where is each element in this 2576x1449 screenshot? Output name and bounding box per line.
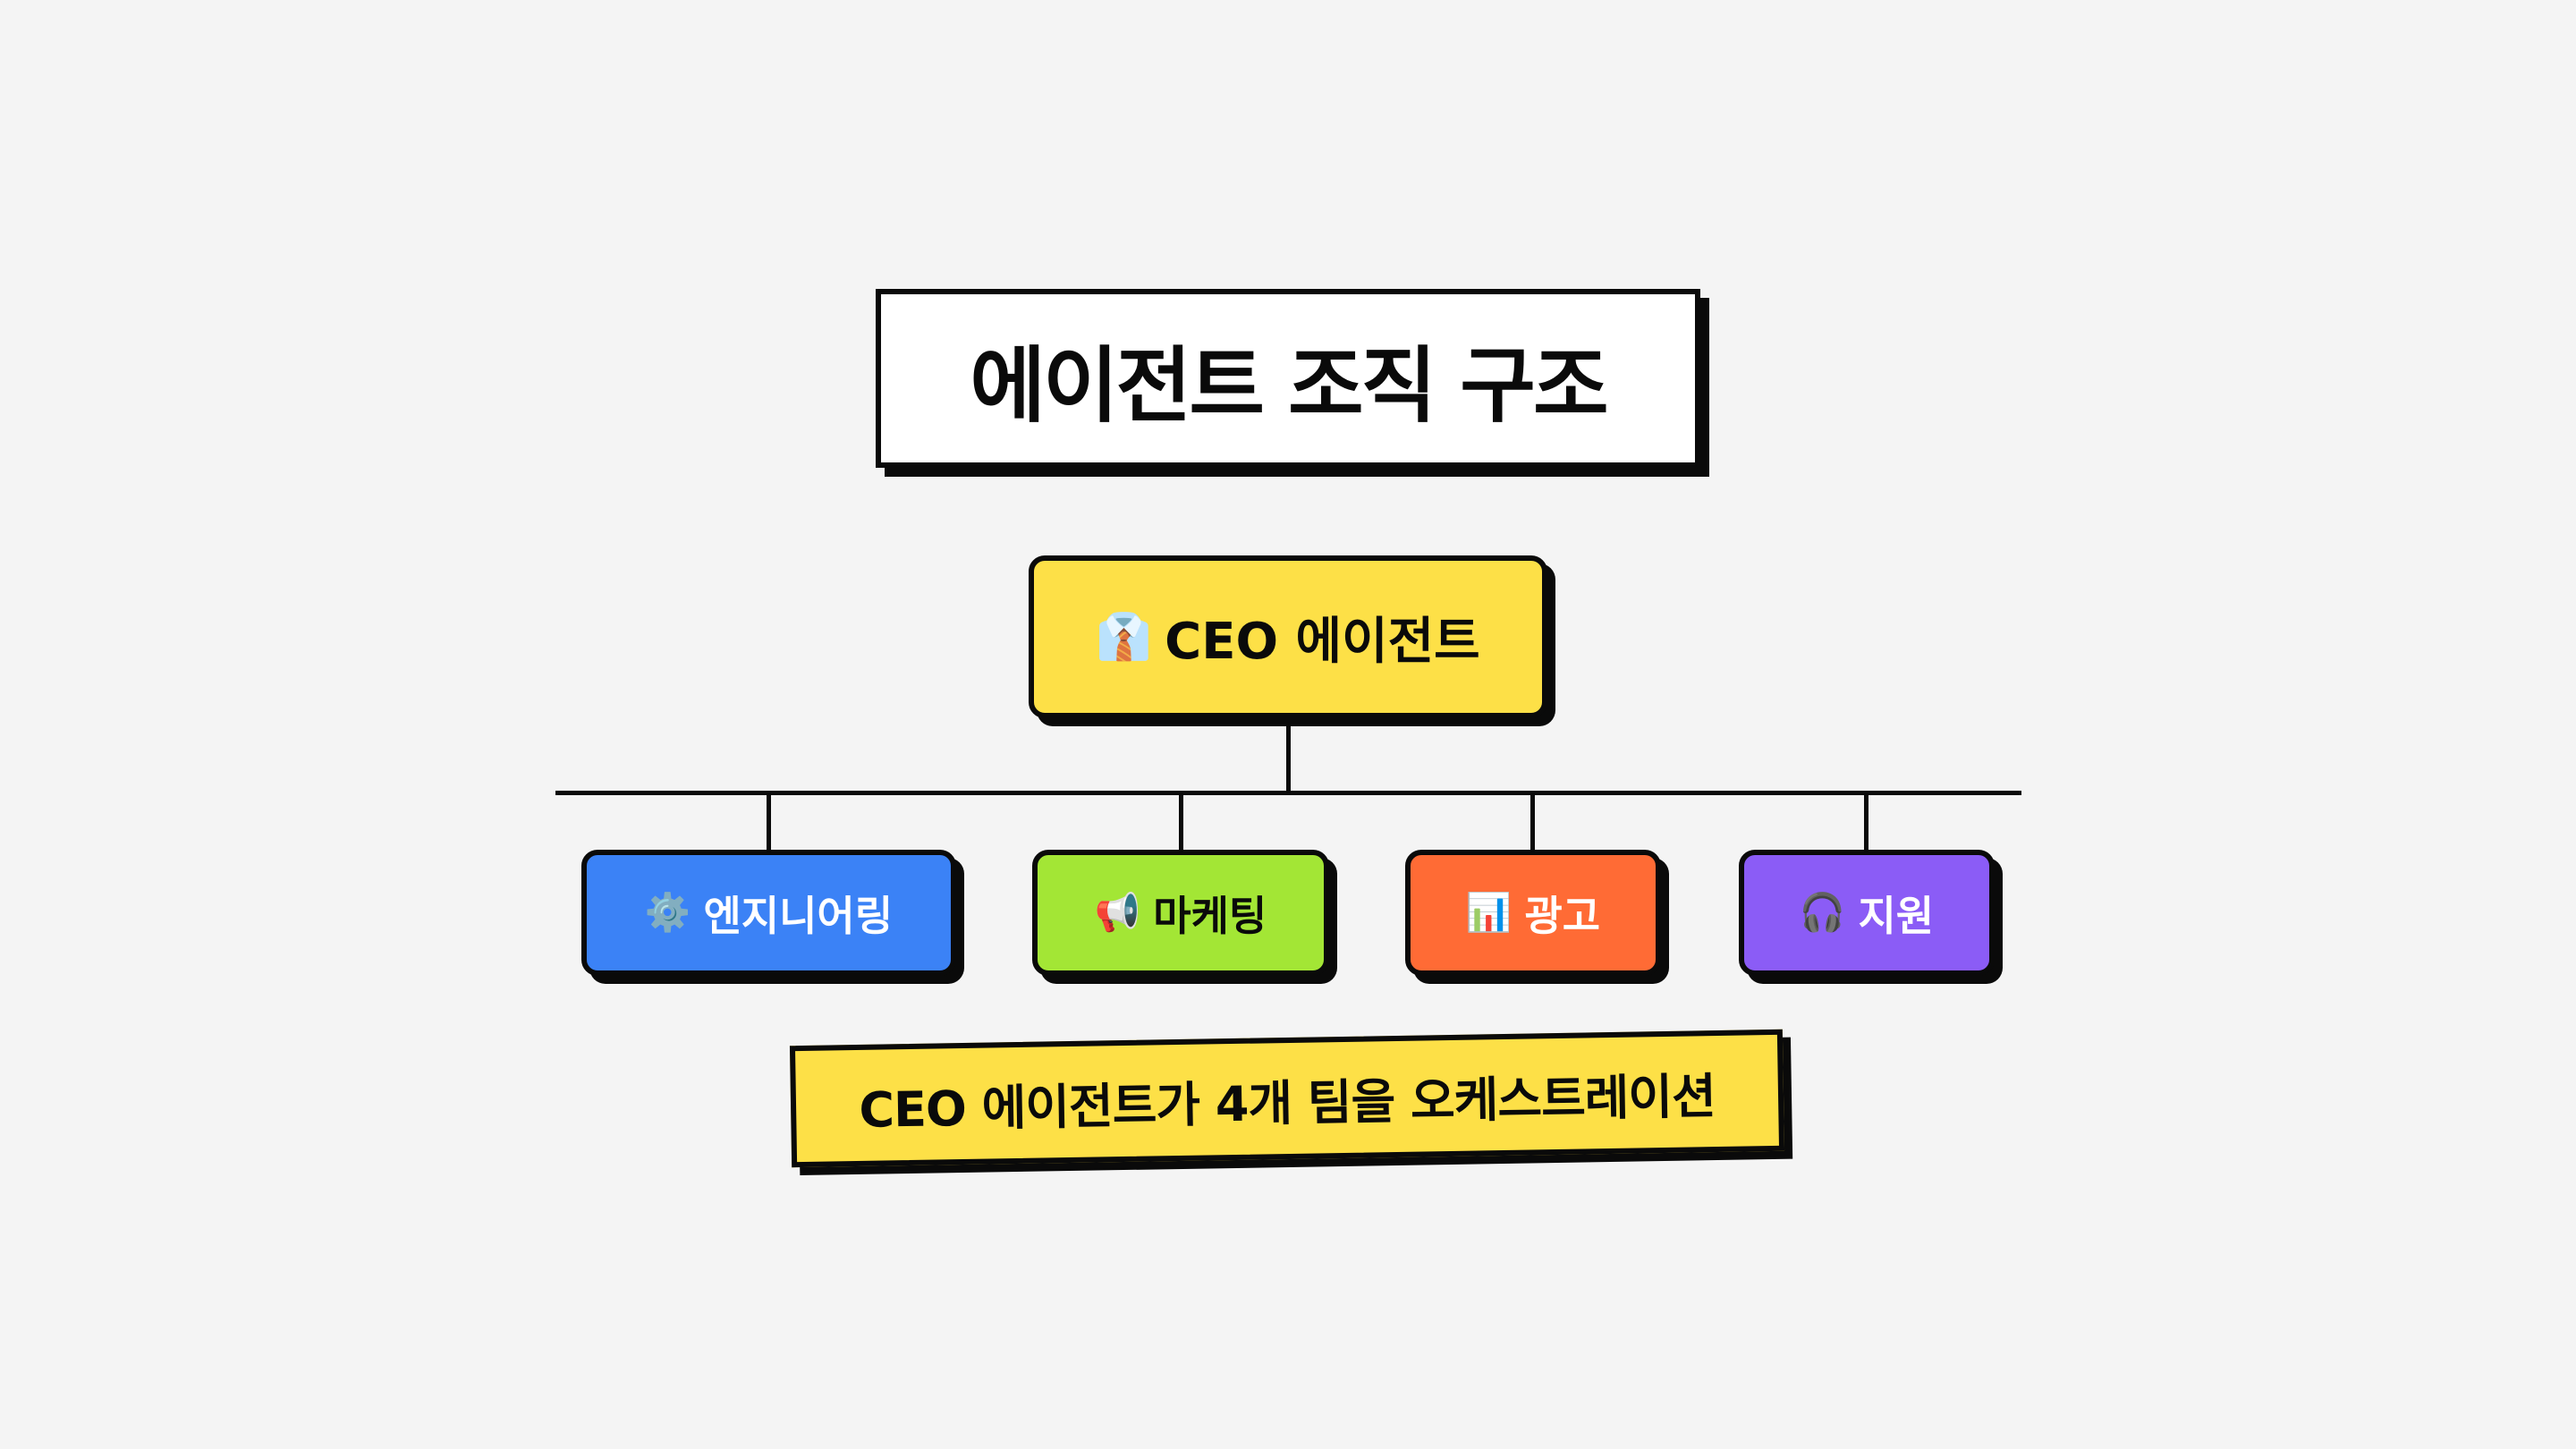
connector-advertising xyxy=(1530,792,1535,852)
team-node-support: 🎧 지원 xyxy=(1739,850,1995,976)
ceo-label: CEO 에이전트 xyxy=(1165,612,1480,671)
diagram-title: 에이전트 조직 구조 xyxy=(970,337,1608,434)
connector-engineering xyxy=(767,792,771,852)
team-node-marketing: 📢 마케팅 xyxy=(1032,850,1329,976)
headphones-icon: 🎧 xyxy=(1799,891,1846,934)
connector-horizontal xyxy=(555,791,2021,795)
team-label: 엔지니어링 xyxy=(703,891,894,940)
team-label: 마케팅 xyxy=(1153,891,1267,940)
title-box: 에이전트 조직 구조 xyxy=(876,289,1700,468)
team-node-advertising: 📊 광고 xyxy=(1405,850,1661,976)
ceo-node: 👔 CEO 에이전트 xyxy=(1029,555,1547,718)
team-node-engineering: ⚙️ 엔지니어링 xyxy=(581,850,956,976)
caption-text: CEO 에이전트가 4개 팀을 오케스트레이션 xyxy=(858,1067,1716,1139)
team-label: 광고 xyxy=(1524,891,1601,940)
team-label: 지원 xyxy=(1858,891,1935,940)
necktie-shirt-icon: 👔 xyxy=(1096,610,1153,663)
connector-ceo-down xyxy=(1286,718,1291,793)
gear-icon: ⚙️ xyxy=(644,891,691,934)
megaphone-icon: 📢 xyxy=(1094,891,1141,934)
connector-marketing xyxy=(1179,792,1183,852)
caption-banner: CEO 에이전트가 4개 팀을 오케스트레이션 xyxy=(789,1029,1785,1168)
connector-support xyxy=(1864,792,1868,852)
bar-chart-icon: 📊 xyxy=(1465,891,1513,934)
